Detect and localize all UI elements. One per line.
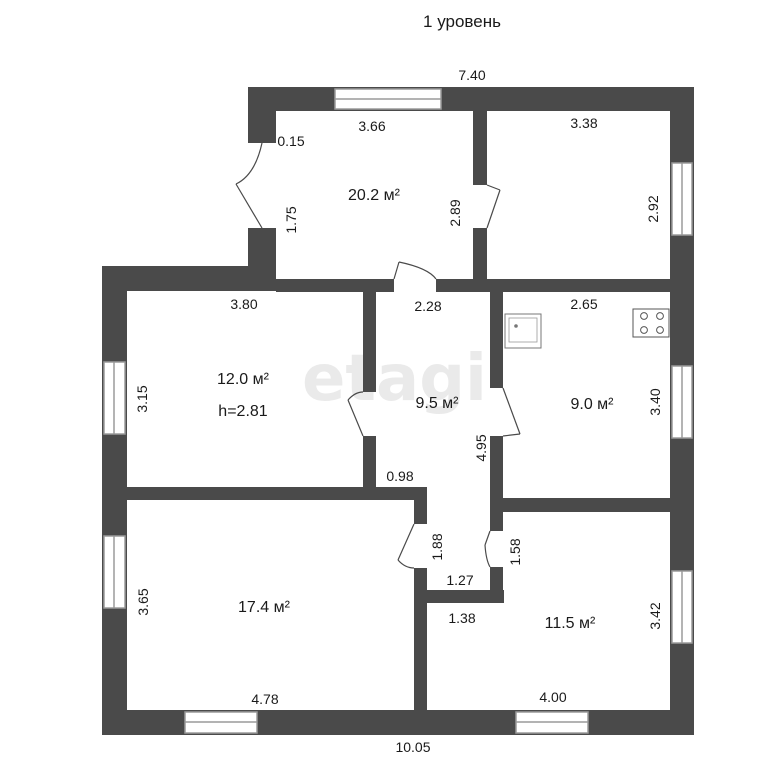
height-left: h=2.81 (218, 403, 267, 420)
window-bottom-2 (515, 711, 589, 734)
dim-overall-bottom: 10.05 (395, 739, 430, 755)
wall-outer-top (248, 87, 694, 111)
dim-corridor-step: 0.98 (386, 468, 413, 484)
door-kitchen (502, 387, 521, 437)
wall-outer-left (102, 266, 127, 735)
door-corridor-top (393, 261, 437, 280)
windows (103, 88, 693, 734)
dim-hall-side: 1.75 (283, 206, 299, 233)
door-bottom-right (484, 530, 491, 568)
wall-top-bottom-right (436, 279, 670, 292)
wall-top-divider-a (473, 111, 487, 185)
sink-icon (504, 313, 542, 349)
dim-bottomright-height: 3.42 (647, 602, 663, 629)
dim-topright-width: 3.38 (570, 115, 597, 131)
dim-bottomright-width: 4.00 (539, 689, 566, 705)
window-right-2 (671, 365, 693, 439)
wall-mid-left (127, 487, 427, 500)
wall-step (102, 266, 276, 291)
door-bottom-left (397, 523, 415, 569)
wall-bottom-divider (414, 568, 427, 710)
wall-corridor-left-b (363, 436, 376, 492)
dim-bottomleft-height: 3.65 (135, 588, 151, 615)
dim-bottomleft-width: 4.78 (251, 691, 278, 707)
door-left-room (347, 391, 364, 437)
dim-kitchen-height: 3.40 (647, 388, 663, 415)
door-top-rooms (486, 184, 501, 229)
dim-kitchen-width: 2.65 (570, 296, 597, 312)
wall-corridor-right-b (490, 436, 503, 531)
window-left-2 (103, 535, 126, 609)
dim-hall-offset: 0.15 (277, 133, 304, 149)
window-bottom-1 (184, 711, 258, 734)
area-corridor: 9.5 м² (415, 395, 459, 412)
dim-bottomright-door: 1.58 (507, 538, 523, 565)
area-kitchen: 9.0 м² (570, 396, 614, 413)
dim-hall-width: 3.66 (358, 118, 385, 134)
wall-corridor-step (414, 487, 427, 524)
doors (235, 142, 521, 569)
wall-corridor-right-c (490, 567, 503, 603)
wall-corridor-bottom (414, 590, 504, 603)
area-hall: 20.2 м² (348, 187, 401, 204)
dim-corridor-lower: 1.88 (429, 533, 445, 560)
window-top (334, 88, 442, 110)
dim-bottomright-offset: 1.38 (448, 610, 475, 626)
dim-overall-top: 7.40 (458, 67, 485, 83)
wall-top-left-upper (248, 87, 276, 143)
watermark: etagi (302, 342, 487, 416)
dim-hall-height: 2.89 (447, 199, 463, 226)
wall-top-divider-b (473, 228, 487, 280)
wall-mid-right (503, 498, 670, 512)
area-bottomleft: 17.4 м² (238, 599, 291, 616)
door-entrance (235, 142, 263, 229)
stove-icon (632, 308, 670, 338)
dim-corridor-width: 2.28 (414, 298, 441, 314)
window-right-1 (671, 162, 693, 236)
wall-top-bottom-left (276, 279, 394, 292)
wall-corridor-left-a (363, 292, 376, 392)
area-bottomright: 11.5 м² (545, 615, 596, 632)
area-left: 12.0 м² (217, 371, 270, 388)
dim-topright-height: 2.92 (645, 195, 661, 222)
level-title: 1 уровень (423, 12, 501, 31)
wall-corridor-right-a (490, 292, 503, 388)
window-left-1 (103, 361, 126, 435)
window-right-3 (671, 570, 693, 644)
dim-corridor-bottom: 1.27 (446, 572, 473, 588)
dim-left-height: 3.15 (134, 385, 150, 412)
dim-left-width: 3.80 (230, 296, 257, 312)
dim-corridor-length: 4.95 (473, 434, 489, 461)
